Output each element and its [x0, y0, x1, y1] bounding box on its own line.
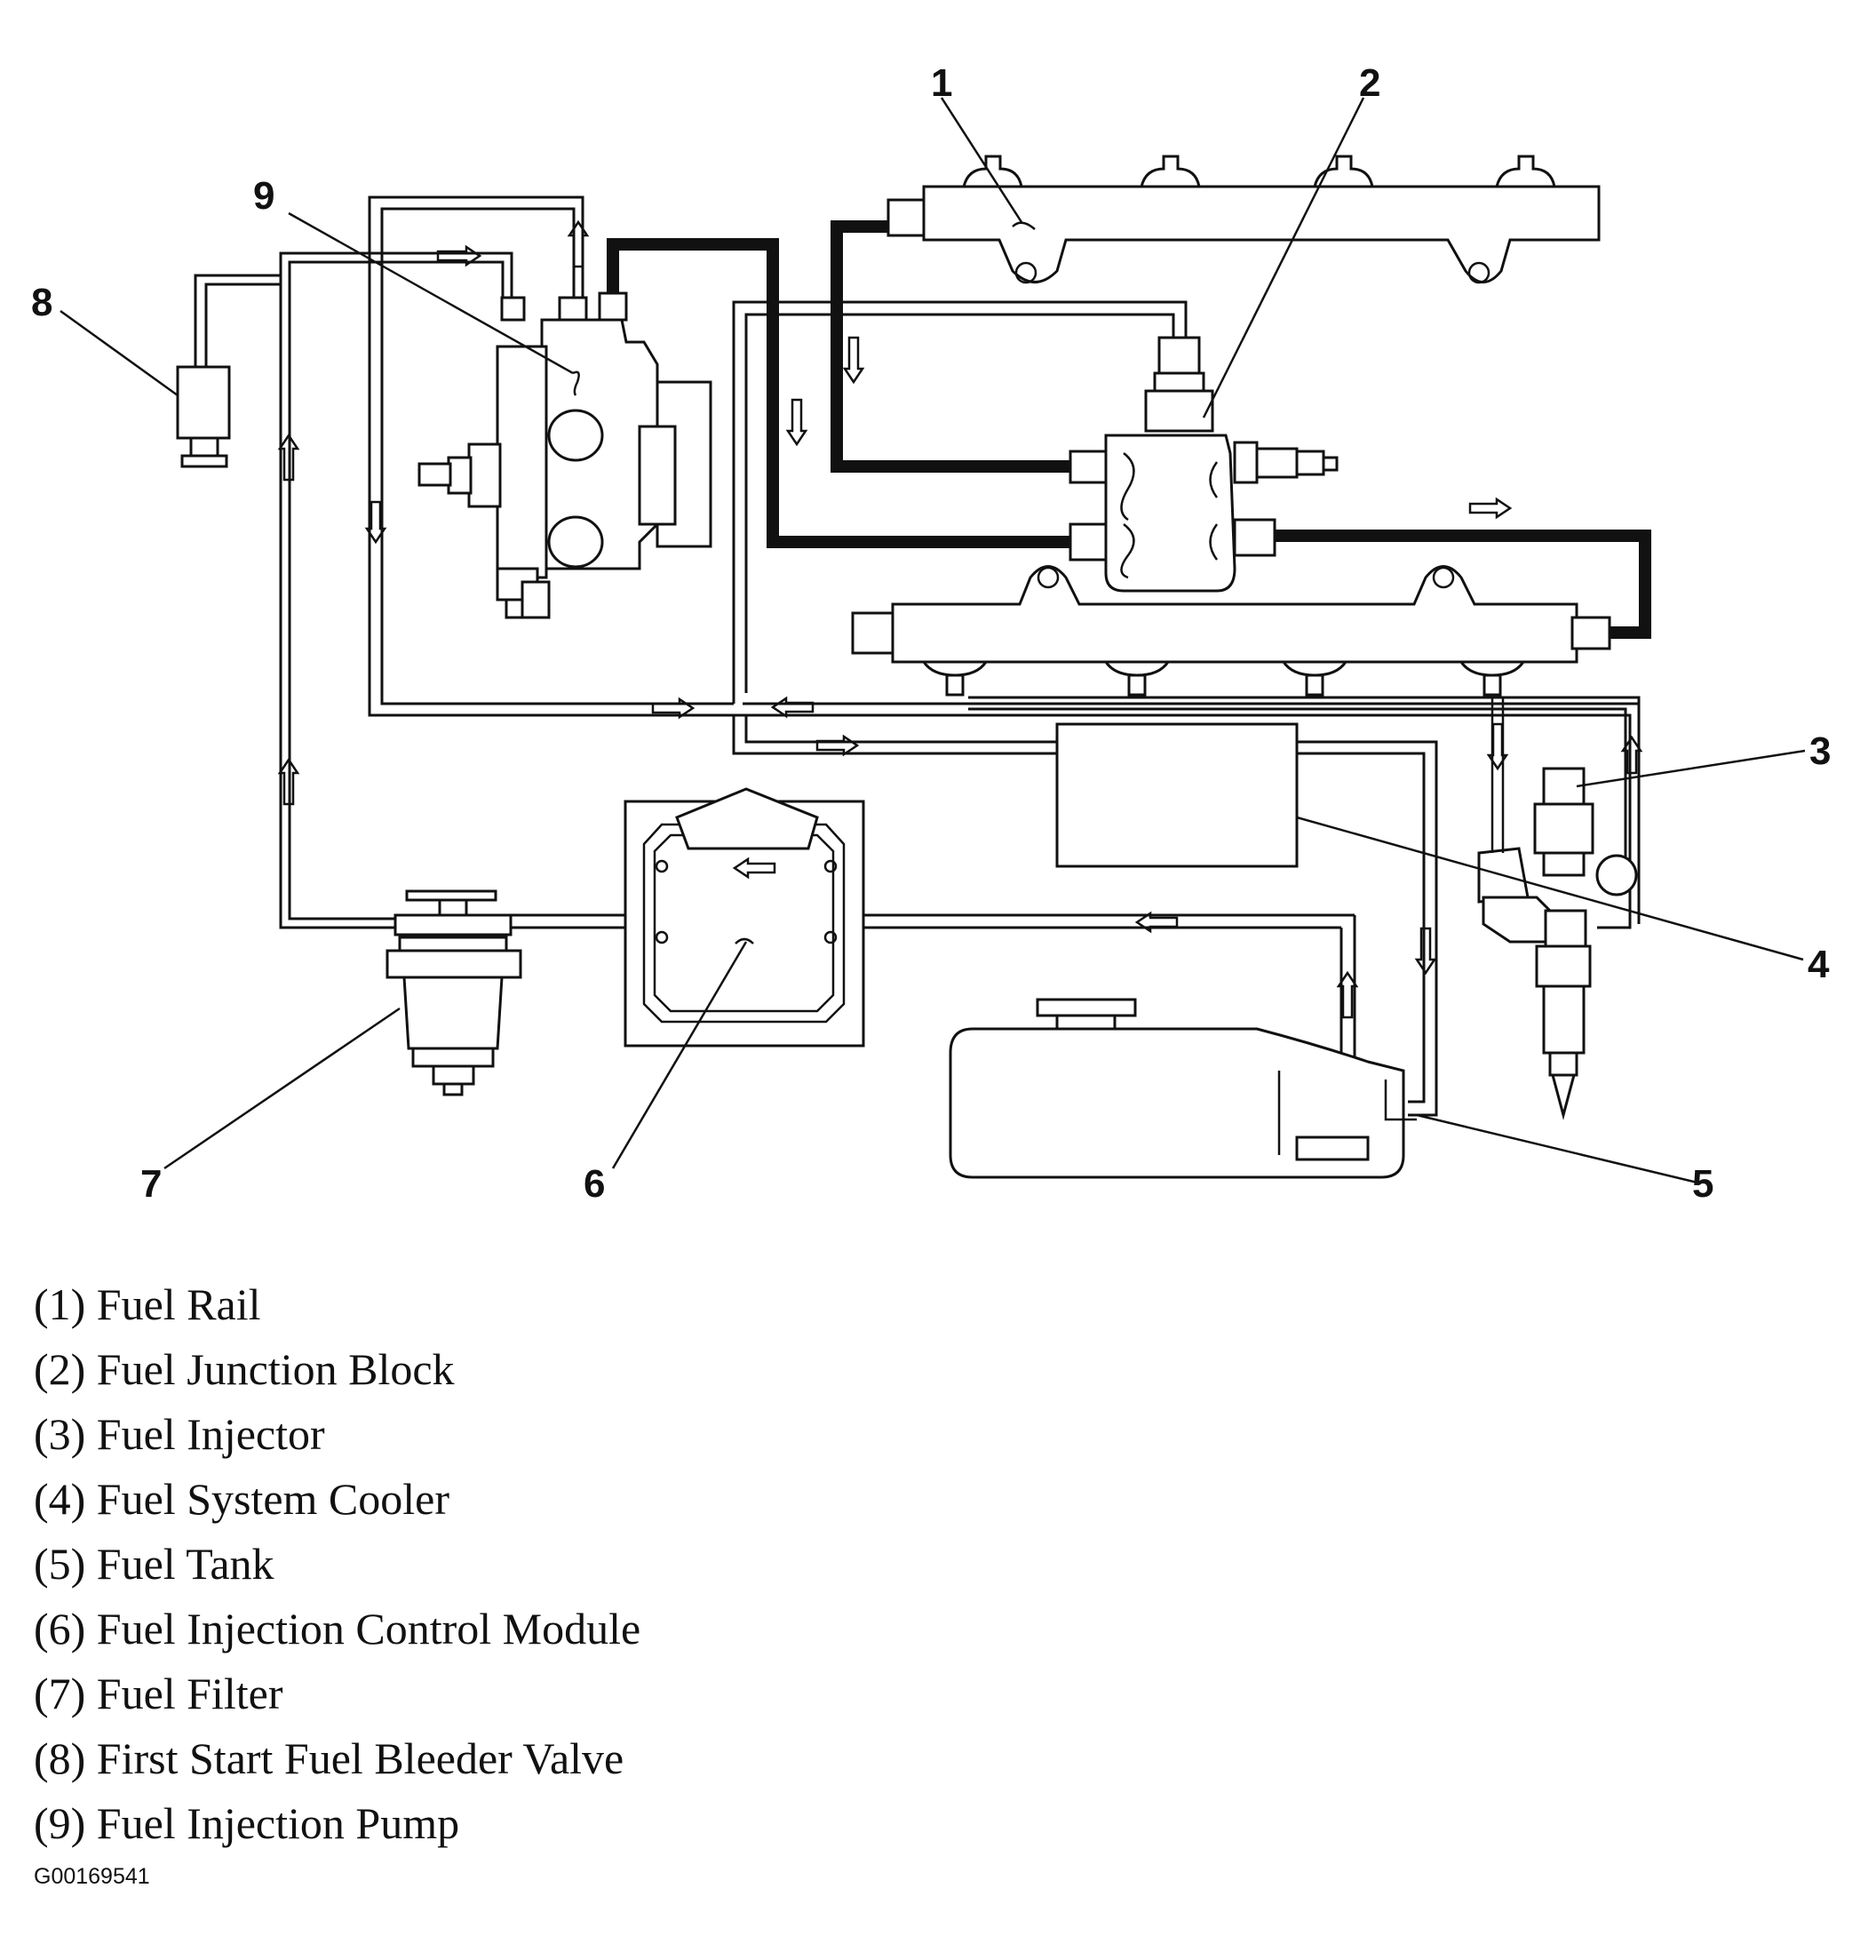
legend-item-fuel-system-cooler: (4) Fuel System Cooler [34, 1474, 450, 1524]
callout-8: 8 [31, 281, 52, 324]
leader-lines [60, 97, 1806, 1185]
fuel-injection-pump [417, 291, 712, 619]
fuel-rail-lower [851, 565, 1611, 697]
figure-id: G00169541 [34, 1864, 150, 1889]
fuel-junction-block [1069, 336, 1339, 593]
legend-item-fuel-tank: (5) Fuel Tank [34, 1539, 274, 1589]
legend-item-fuel-filter: (7) Fuel Filter [34, 1669, 283, 1718]
legend-item-fuel-injection-control-module: (6) Fuel Injection Control Module [34, 1604, 641, 1653]
callout-5: 5 [1692, 1162, 1713, 1206]
callout-7: 7 [140, 1162, 162, 1206]
legend-item-fuel-injector: (3) Fuel Injector [34, 1409, 325, 1459]
callout-1: 1 [931, 61, 952, 105]
parts-legend: (1) Fuel Rail (2) Fuel Junction Block (3… [34, 1272, 640, 1856]
callout-4: 4 [1808, 943, 1830, 986]
high-pressure-fuel-lines [607, 220, 1651, 639]
callout-2: 2 [1359, 61, 1380, 105]
fuel-system-cooler [1055, 722, 1299, 868]
fuel-system-diagram: 1 2 3 4 5 6 7 8 9 [31, 61, 1831, 1206]
fuel-injector [1477, 697, 1638, 1120]
legend-item-fuel-junction-block: (2) Fuel Junction Block [34, 1344, 455, 1394]
flow-arrows [277, 219, 1643, 1019]
first-start-fuel-bleeder-valve [176, 365, 231, 468]
fuel-rail-upper [886, 155, 1601, 284]
callout-6: 6 [584, 1162, 605, 1206]
callout-9: 9 [253, 174, 274, 218]
fuel-tank [949, 998, 1417, 1179]
fuel-injection-control-module [624, 787, 865, 1048]
legend-item-first-start-fuel-bleeder-valve: (8) First Start Fuel Bleeder Valve [34, 1733, 624, 1783]
fuel-filter [386, 889, 522, 1096]
legend-item-fuel-rail: (1) Fuel Rail [34, 1279, 261, 1329]
legend-item-fuel-injection-pump: (9) Fuel Injection Pump [34, 1798, 460, 1848]
callout-3: 3 [1809, 729, 1831, 773]
